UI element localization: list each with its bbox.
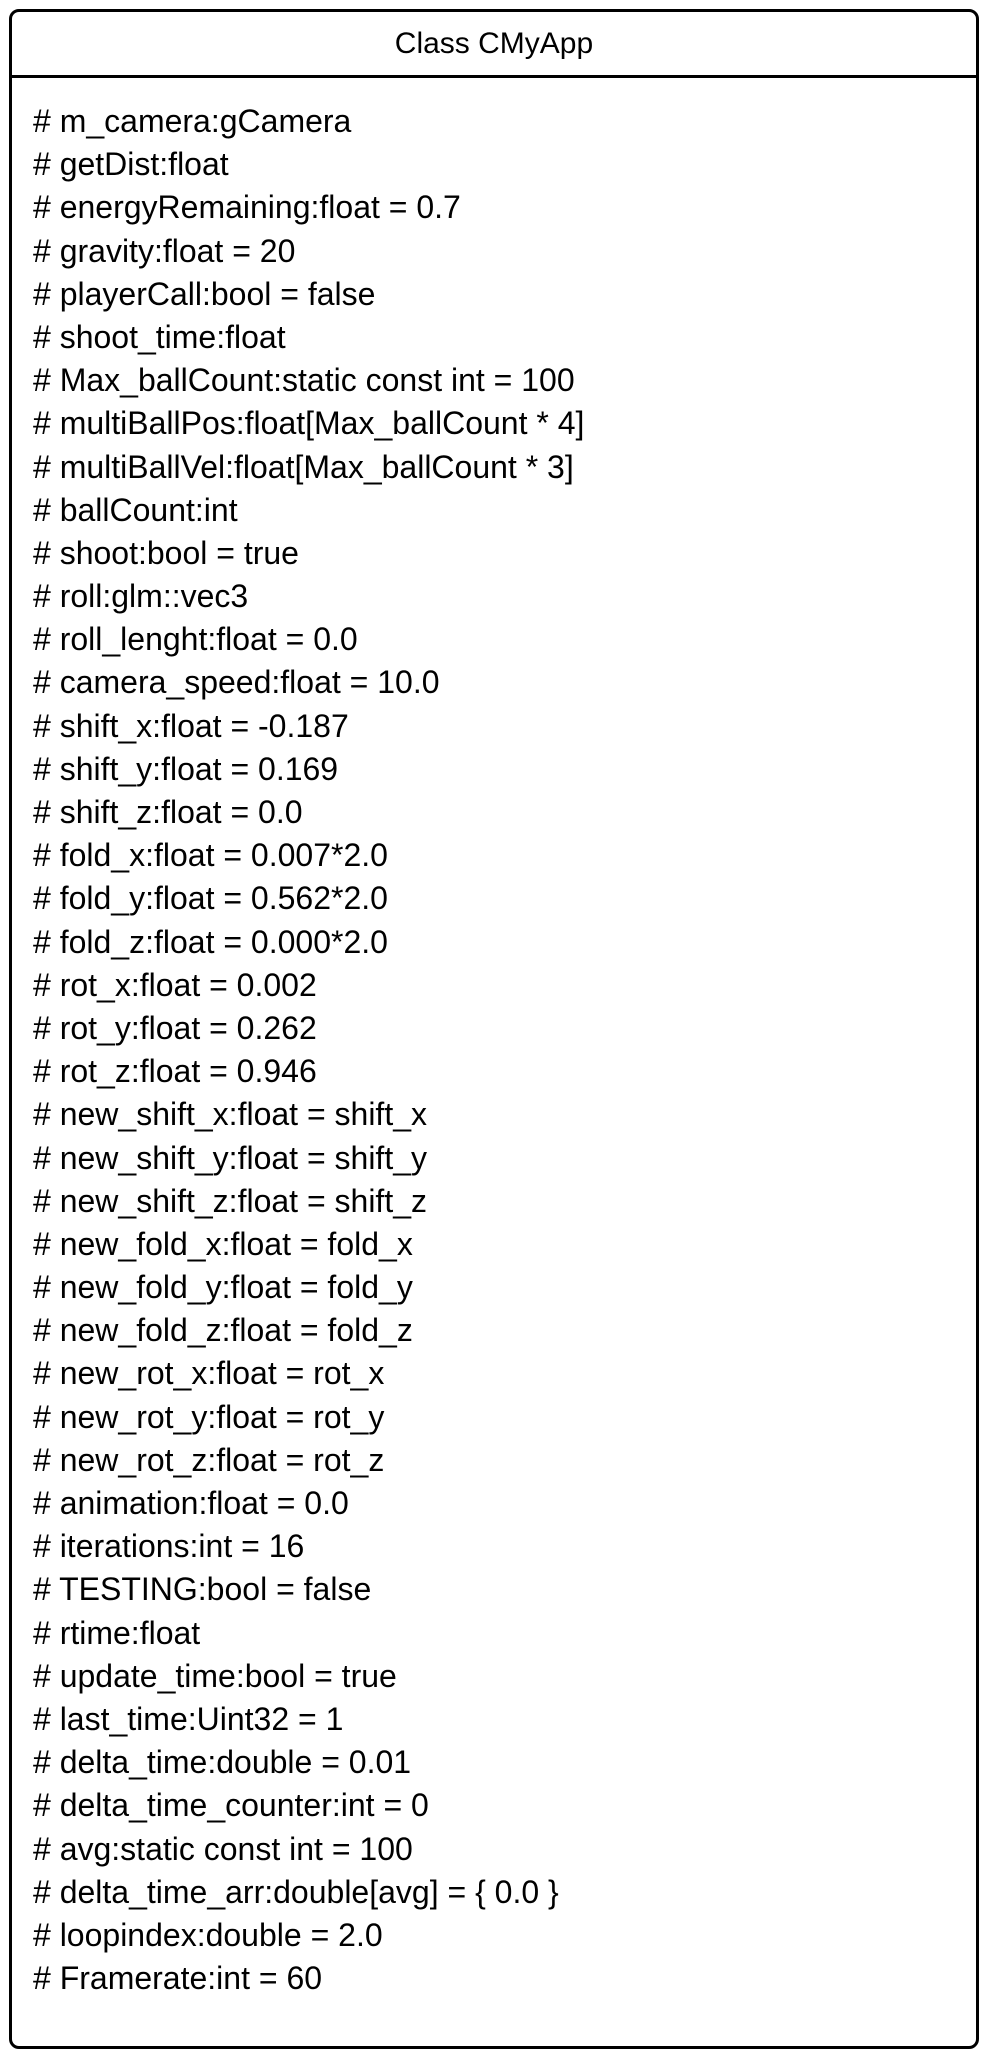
attribute-row: # iterations:int = 16 (33, 1528, 305, 1565)
attribute-row: # rot_z:float = 0.946 (33, 1053, 317, 1090)
attribute-row: # fold_z:float = 0.000*2.0 (33, 923, 388, 960)
attribute-row: # ballCount:int (33, 491, 238, 528)
attribute-row: # roll:glm::vec3 (33, 578, 249, 615)
uml-class-box: Class CMyApp # m_camera:gCamera # getDist… (9, 9, 979, 2049)
attribute-row: # shoot_time:float (33, 318, 286, 355)
attribute-row: # delta_time_arr:double[avg] = { 0.0 } (33, 1873, 559, 1910)
attribute-row: # shoot:bool = true (33, 534, 299, 571)
attribute-row: # update_time:bool = true (33, 1657, 397, 1694)
class-name: Class CMyApp (12, 12, 976, 78)
attribute-row: # gravity:float = 20 (33, 232, 296, 269)
attribute-row: # shift_z:float = 0.0 (33, 794, 303, 830)
attribute-row: # rot_y:float = 0.262 (33, 1009, 317, 1046)
attribute-row: # new_shift_z:float = shift_z (33, 1182, 427, 1219)
attribute-row: # delta_time_counter:int = 0 (33, 1787, 429, 1824)
attribute-row: # energyRemaining:float = 0.7 (33, 189, 461, 226)
attribute-row: # new_rot_z:float = rot_z (33, 1441, 385, 1478)
attribute-row: # rtime:float (33, 1614, 201, 1651)
attribute-row: # new_fold_z:float = fold_z (33, 1312, 413, 1349)
attribute-row: # avg:static const int = 100 (33, 1830, 413, 1867)
attribute-list: # m_camera:gCamera # getDist:float # energ… (12, 78, 976, 2000)
attribute-row: # getDist:float (33, 146, 229, 183)
attribute-row: # Framerate:int = 60 (33, 1960, 323, 1997)
attribute-row: # new_rot_y:float = rot_y (33, 1398, 385, 1435)
attribute-row: # delta_time:double = 0.01 (33, 1744, 412, 1781)
attribute-row: # camera_speed:float = 10.0 (33, 664, 440, 701)
attribute-row: # new_fold_y:float = fold_y (33, 1269, 413, 1306)
attribute-row: # shift_y:float = 0.169 (33, 750, 339, 787)
attribute-row: # multiBallPos:float[Max_ballCount * 4] (33, 405, 585, 442)
attribute-row: # last_time:Uint32 = 1 (33, 1700, 344, 1737)
attribute-row: # new_shift_y:float = shift_y (33, 1139, 427, 1176)
attribute-row: # rot_x:float = 0.002 (33, 966, 317, 1003)
attribute-row: # multiBallVel:float[Max_ballCount * 3] (33, 448, 574, 485)
attribute-row: # new_shift_x:float = shift_x (33, 1096, 427, 1133)
attribute-row: # animation:float = 0.0 (33, 1485, 349, 1521)
attribute-row: # TESTING:bool = false (33, 1571, 372, 1608)
attribute-row: # loopindex:double = 2.0 (33, 1916, 383, 1953)
attribute-row: # fold_x:float = 0.007*2.0 (33, 837, 388, 874)
attribute-row: # fold_y:float = 0.562*2.0 (33, 880, 388, 917)
attribute-row: # playerCall:bool = false (33, 275, 376, 312)
attribute-row: # roll_lenght:float = 0.0 (33, 621, 358, 658)
attribute-row: # Max_ballCount:static const int = 100 (33, 362, 575, 399)
attribute-row: # shift_x:float = -0.187 (33, 707, 349, 744)
attribute-row: # m_camera:gCamera (33, 103, 352, 139)
attribute-row: # new_fold_x:float = fold_x (33, 1225, 413, 1262)
attribute-row: # new_rot_x:float = rot_x (33, 1355, 385, 1392)
